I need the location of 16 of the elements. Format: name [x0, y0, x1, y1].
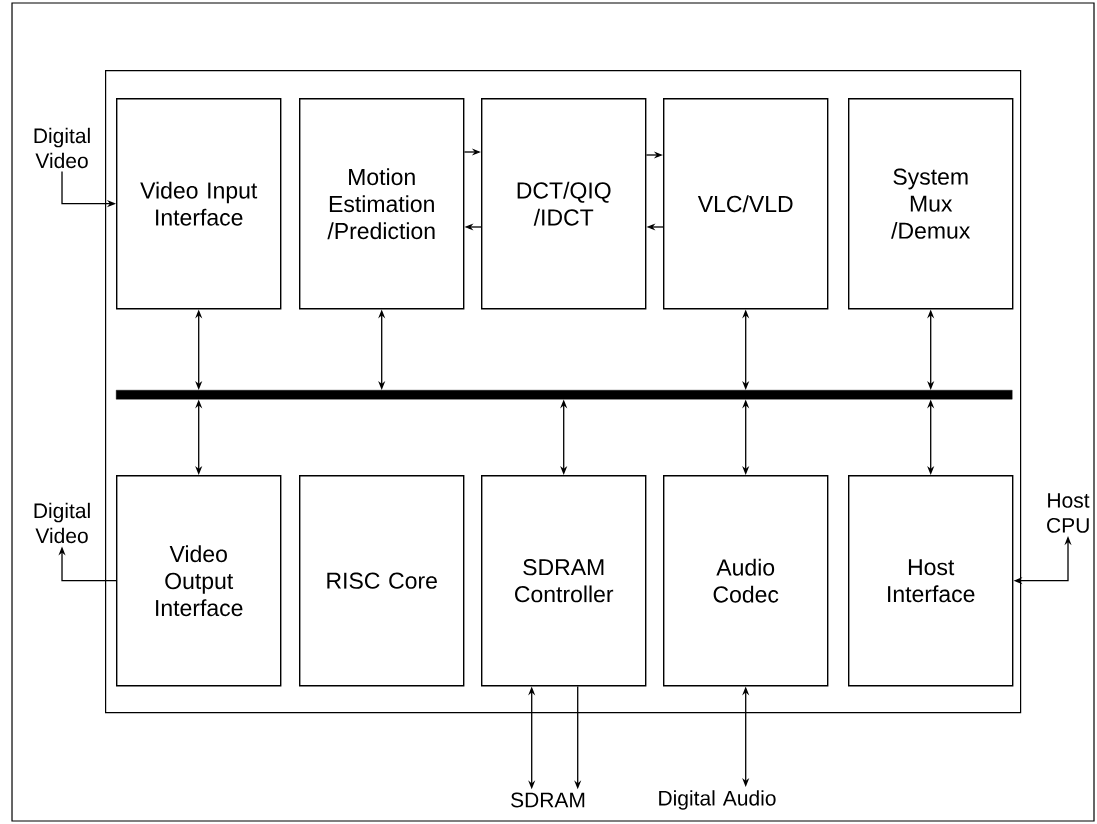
function-block: SDRAM Controller — [481, 475, 647, 687]
function-block: Motion Estimation /Prediction — [299, 98, 465, 310]
signal-label: Digital Audio — [659, 790, 776, 810]
function-block: RISC Core — [299, 475, 465, 687]
signal-label: Digital Video — [34, 127, 90, 169]
chip-box — [105, 70, 1022, 714]
function-block: System Mux /Demux — [848, 98, 1014, 310]
signal-label: Host CPU — [1047, 493, 1090, 533]
function-block: DCT/QIQ /IDCT — [481, 98, 647, 310]
function-block: Audio Codec — [663, 475, 829, 687]
function-block: VLC/VLD — [663, 98, 829, 310]
signal-label: Digital Video — [34, 502, 90, 544]
function-block: Video Output Interface — [116, 475, 282, 687]
signal-label: SDRAM — [511, 792, 585, 808]
function-block: Video Input Interface — [116, 98, 282, 310]
function-block: Host Interface — [848, 475, 1014, 687]
